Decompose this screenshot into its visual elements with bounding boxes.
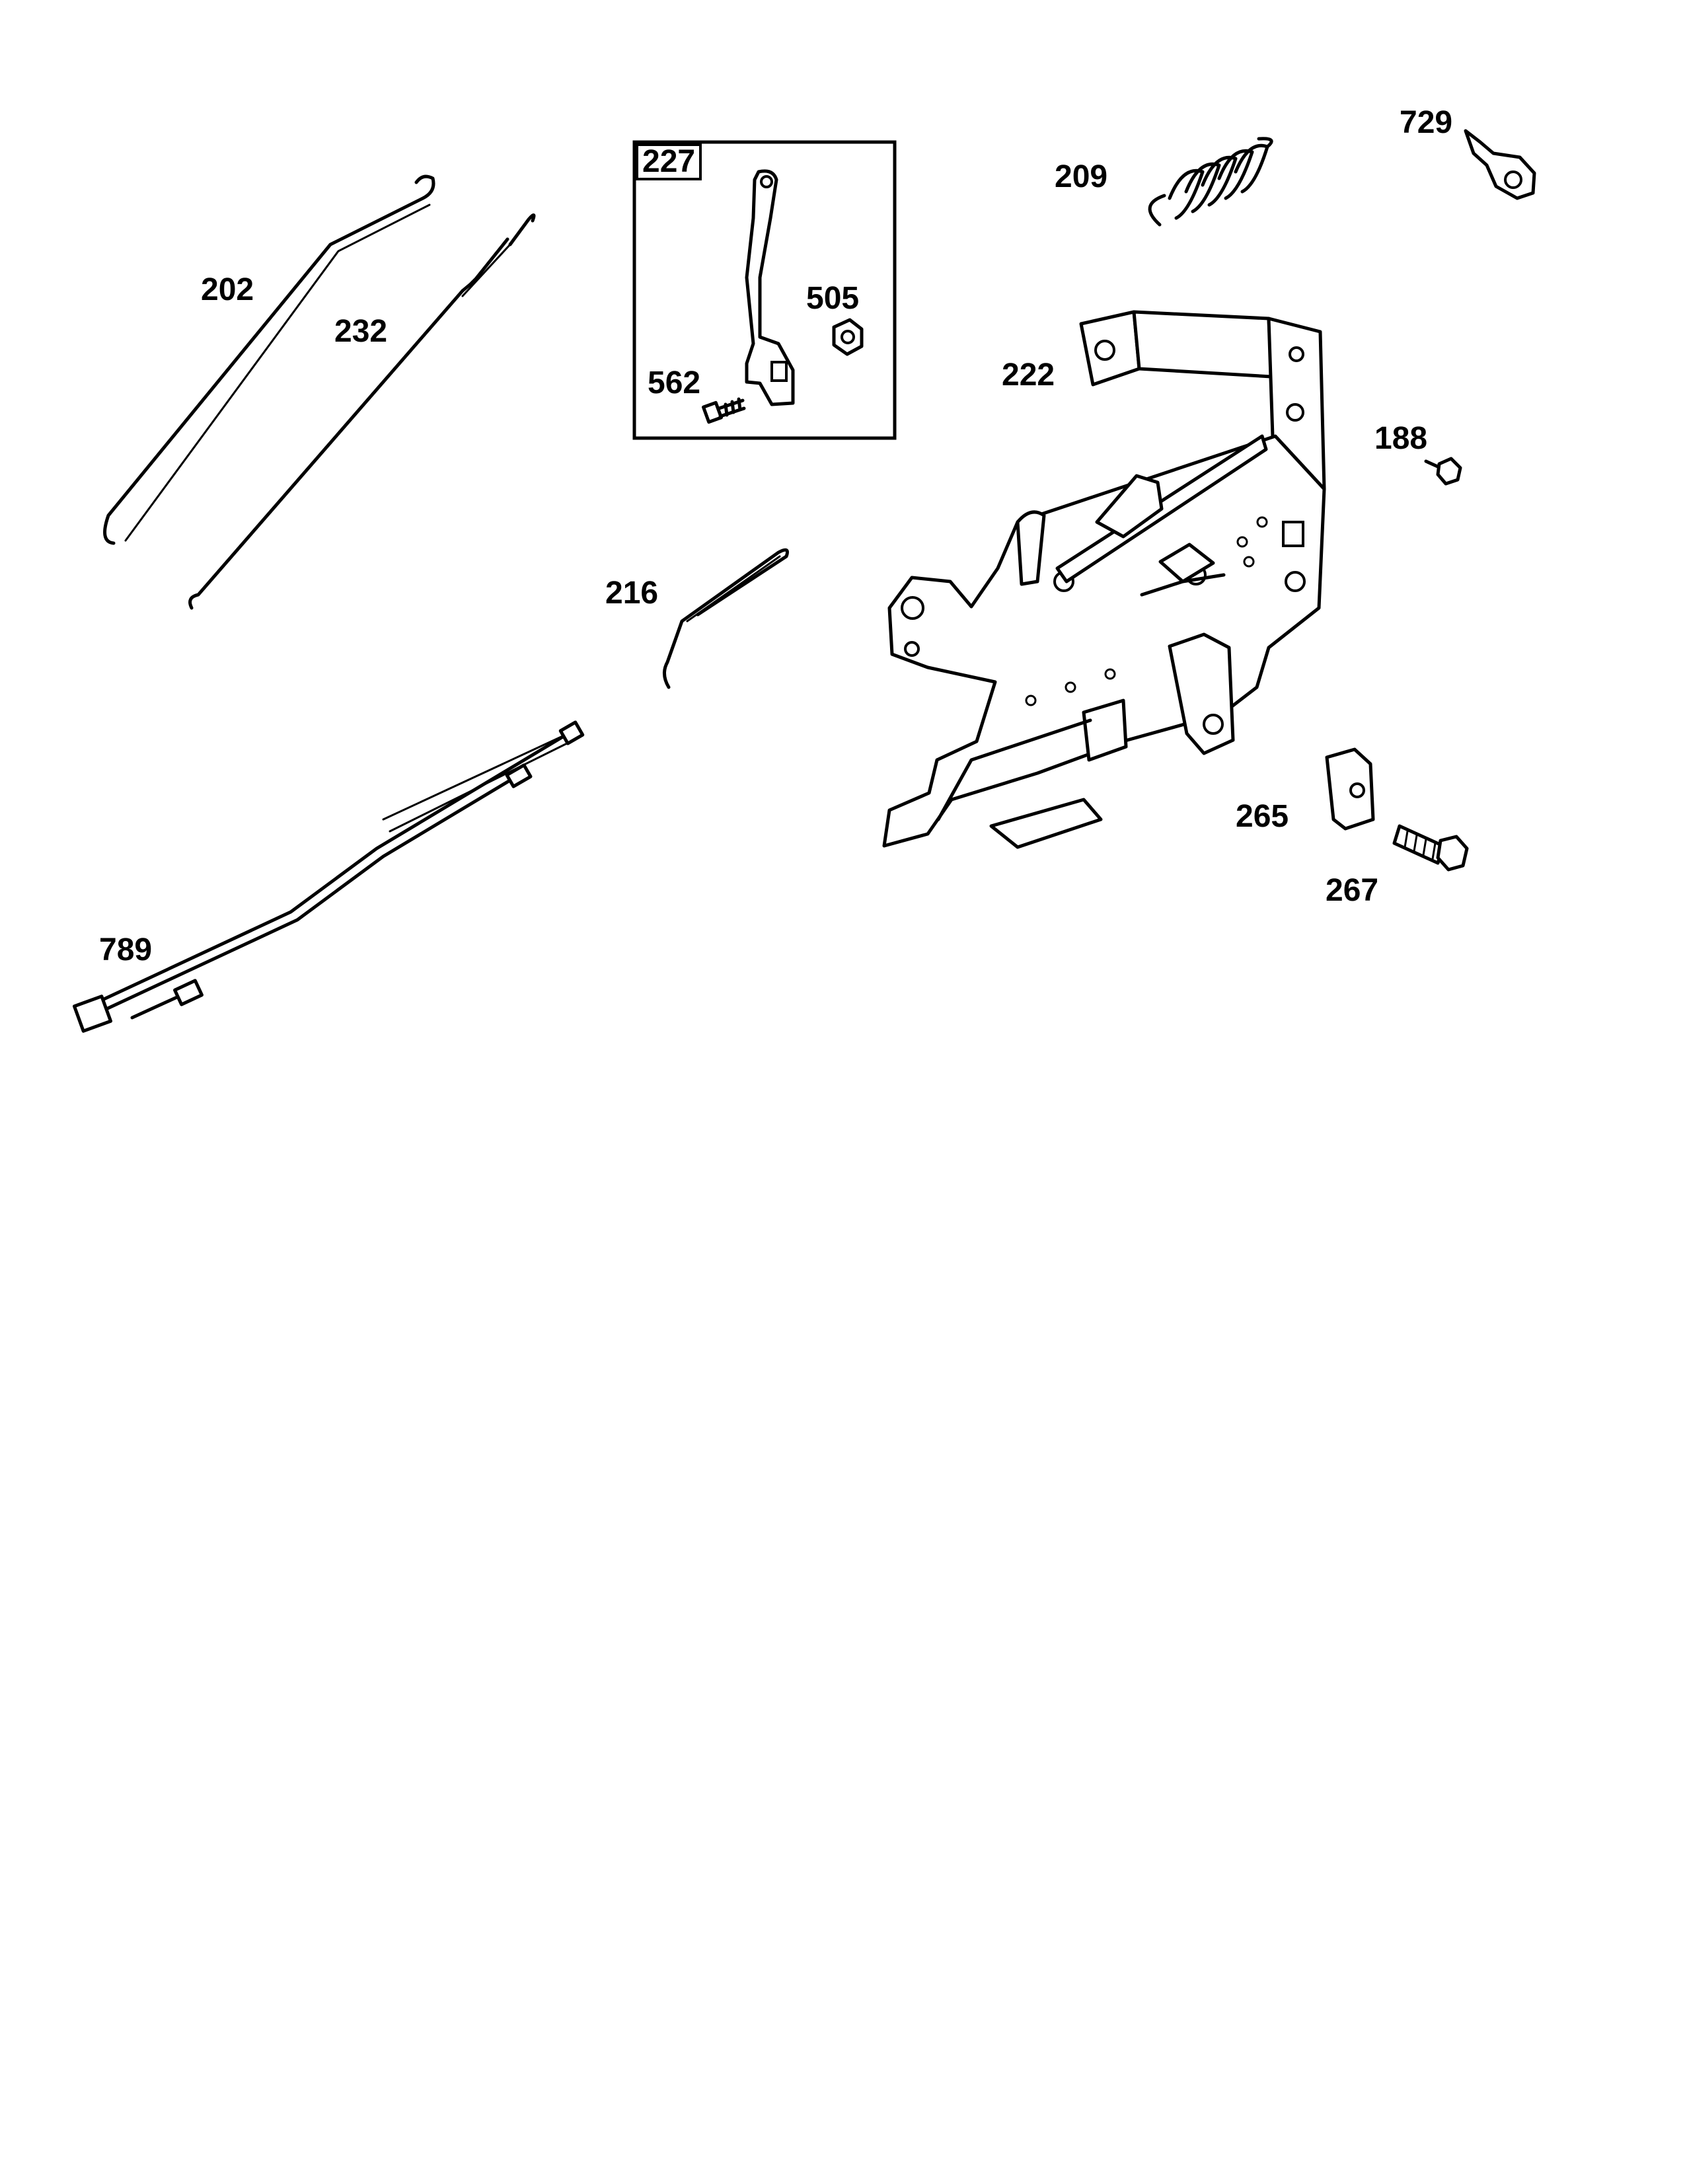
part-label-222: 222 — [1002, 358, 1055, 393]
part-232-spring-link — [188, 213, 536, 610]
part-label-729: 729 — [1400, 105, 1453, 140]
part-562-screw — [701, 397, 746, 424]
kit-227-frame — [632, 140, 897, 440]
part-label-202: 202 — [201, 272, 254, 307]
part-222-bracket — [882, 310, 1326, 849]
part-227-lever — [745, 169, 795, 406]
part-label-265: 265 — [1236, 799, 1289, 834]
part-505-nut — [832, 318, 864, 356]
part-label-227: 227 — [636, 143, 702, 180]
part-265-clamp — [1325, 747, 1375, 831]
part-202-rod — [103, 174, 435, 545]
part-label-562: 562 — [648, 365, 701, 400]
part-label-209: 209 — [1055, 159, 1108, 194]
part-label-188: 188 — [1374, 421, 1428, 456]
part-label-216: 216 — [605, 576, 659, 611]
part-label-789: 789 — [99, 932, 153, 967]
part-label-267: 267 — [1326, 873, 1379, 908]
part-789-harness — [72, 720, 585, 1033]
part-188-screw — [1424, 457, 1462, 486]
part-267-screw — [1392, 824, 1469, 872]
part-209-spring — [1148, 137, 1273, 227]
part-label-232: 232 — [334, 314, 388, 349]
part-216-link — [663, 548, 789, 689]
part-label-505: 505 — [806, 281, 860, 316]
part-729-clip — [1464, 129, 1536, 200]
